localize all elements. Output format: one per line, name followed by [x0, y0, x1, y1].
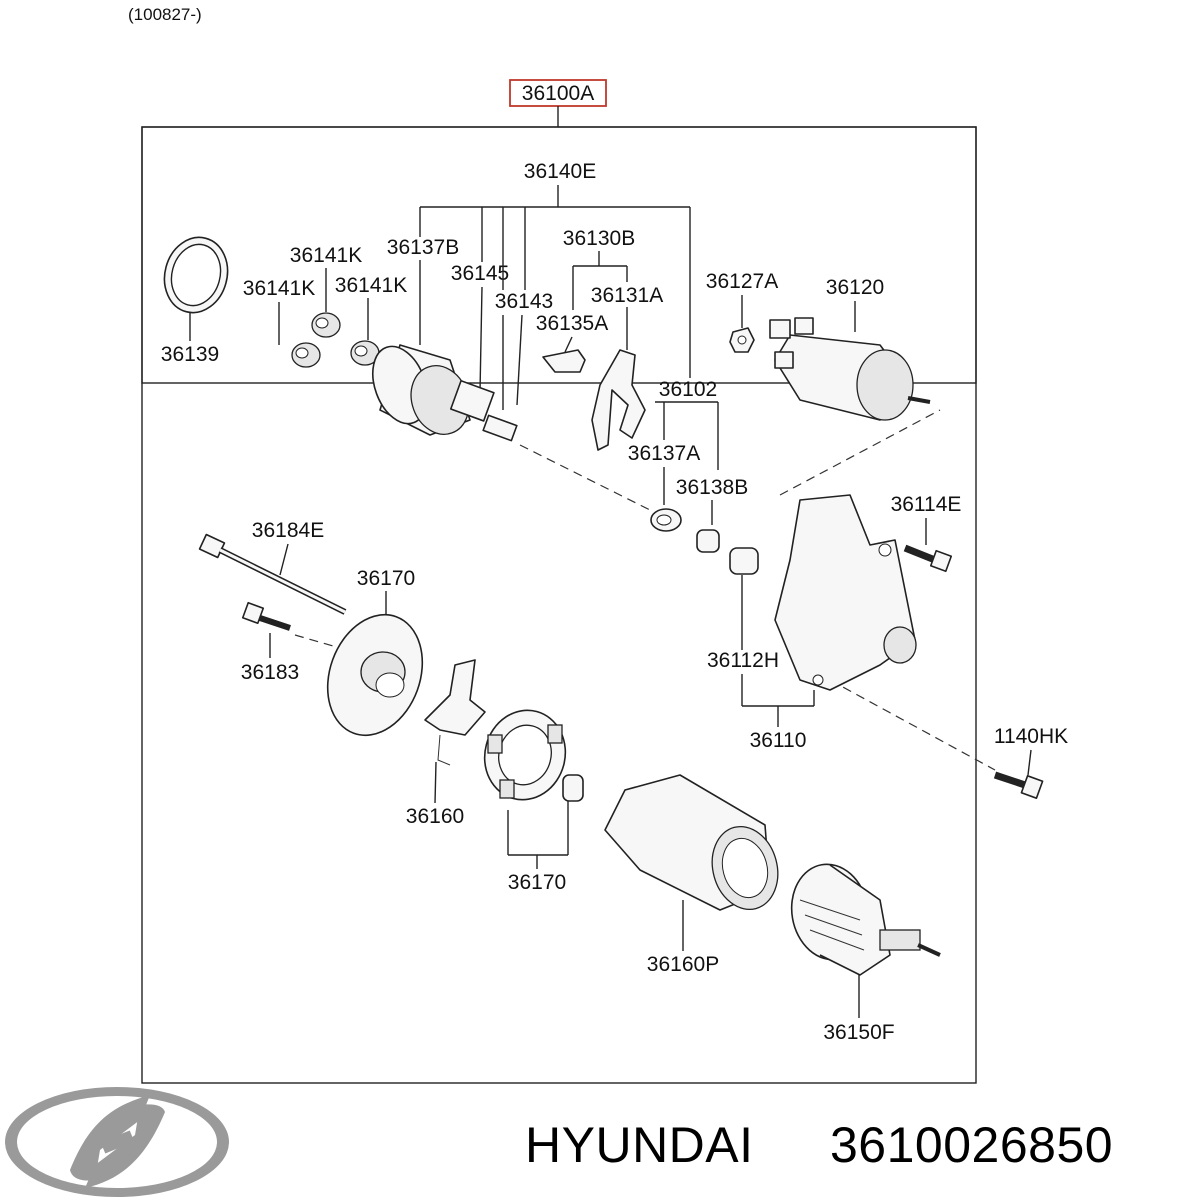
- bolt-36114E: [903, 544, 953, 573]
- screw-36183: [241, 601, 291, 631]
- brush-spring-36160: [424, 659, 486, 766]
- callout-36184E[interactable]: 36184E: [252, 519, 324, 542]
- armature-36150F: [790, 863, 941, 976]
- callout-36131A[interactable]: 36131A: [591, 284, 663, 307]
- assembly-axis-lines: [294, 409, 996, 771]
- nut-36127A: [729, 327, 755, 353]
- callout-36127A[interactable]: 36127A: [706, 270, 778, 293]
- hyundai-logo-icon: [5, 1087, 229, 1197]
- callout-36141K-left[interactable]: 36141K: [243, 277, 315, 300]
- through-bolt-36184E: [198, 533, 347, 615]
- callout-36139[interactable]: 36139: [161, 343, 219, 366]
- callout-36143[interactable]: 36143: [495, 290, 553, 313]
- callout-36102[interactable]: 36102: [659, 378, 717, 401]
- callout-36145[interactable]: 36145: [451, 262, 509, 285]
- rear-cover-36170: [326, 613, 424, 737]
- footer-brand: HYUNDAI: [525, 1117, 754, 1173]
- leader-lines: [189, 185, 1032, 1018]
- callout-1140HK[interactable]: 1140HK: [994, 725, 1068, 748]
- serial-range-label: (100827-): [128, 5, 202, 24]
- bolt-1140HK: [993, 771, 1044, 799]
- front-housing-36110: [774, 494, 917, 691]
- planet-gear-1: [311, 312, 341, 338]
- o-ring-36139: [163, 236, 229, 314]
- planet-gear-3: [350, 340, 380, 366]
- callout-36137A[interactable]: 36137A: [628, 442, 700, 465]
- callout-36130B[interactable]: 36130B: [563, 227, 635, 250]
- footer-part-number: 3610026850: [830, 1117, 1113, 1173]
- callout-36120[interactable]: 36120: [826, 276, 884, 299]
- callout-36141K-top[interactable]: 36141K: [290, 244, 362, 267]
- bushing-36112H: [729, 547, 759, 575]
- bushing-36138B: [696, 529, 720, 553]
- planet-gear-2: [291, 342, 321, 368]
- washer-36137A: [650, 508, 682, 532]
- callout-36160[interactable]: 36160: [406, 805, 464, 828]
- callout-36150F[interactable]: 36150F: [823, 1021, 894, 1044]
- callout-36112H[interactable]: 36112H: [707, 649, 779, 672]
- callout-36170-bottom[interactable]: 36170: [508, 871, 566, 894]
- diagram-frame: [141, 126, 977, 1084]
- callout-36114E[interactable]: 36114E: [891, 493, 962, 516]
- solenoid-36120: [769, 317, 931, 421]
- callout-36170-top[interactable]: 36170: [357, 567, 415, 590]
- callout-36137B[interactable]: 36137B: [387, 236, 459, 259]
- callout-36140E[interactable]: 36140E: [524, 160, 596, 183]
- lever-pin-36135A: [542, 349, 586, 373]
- callout-36138B[interactable]: 36138B: [676, 476, 748, 499]
- yoke-36160P: [604, 774, 779, 911]
- brush-holder-36170: [483, 709, 584, 802]
- callout-36183[interactable]: 36183: [241, 661, 299, 684]
- callout-36141K-right[interactable]: 36141K: [335, 274, 407, 297]
- gear-reduction-housing: [372, 344, 518, 442]
- callout-36110[interactable]: 36110: [750, 729, 807, 752]
- shift-lever-36131A: [591, 349, 646, 451]
- callout-36160P[interactable]: 36160P: [647, 953, 719, 976]
- assembly-number-label[interactable]: 36100A: [522, 82, 594, 105]
- callout-36135A[interactable]: 36135A: [536, 312, 608, 335]
